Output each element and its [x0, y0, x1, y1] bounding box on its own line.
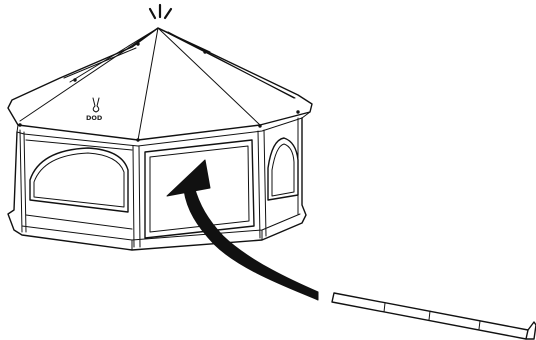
octagonal-tent-icon: DOD [7, 27, 313, 251]
left-wall-panel [25, 139, 133, 230]
tent-pole-icon [331, 292, 536, 340]
left-window-inner [33, 152, 125, 208]
roof-valance [16, 111, 311, 147]
left-window [29, 147, 129, 213]
logo-text: DOD [86, 114, 103, 122]
roof-inner-lines [63, 31, 295, 99]
roof-seam-dots [18, 42, 300, 142]
right-window-inner [271, 143, 295, 197]
front-door-inner [149, 145, 250, 233]
curved-arrow-icon [166, 159, 319, 301]
rabbit-logo-icon [92, 97, 100, 113]
floor-lines [21, 213, 301, 251]
apex-highlight-icon [148, 3, 173, 20]
roof-seams [19, 27, 296, 141]
right-window [267, 137, 299, 201]
front-door-panel [144, 139, 255, 239]
